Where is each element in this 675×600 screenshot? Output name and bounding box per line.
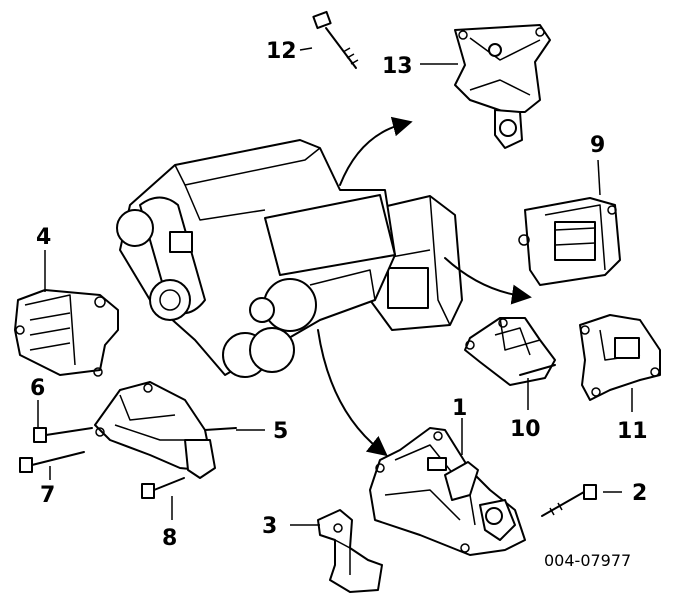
callout-11: 11: [617, 419, 648, 444]
callout-7: 7: [40, 483, 55, 508]
bolt-2: [541, 484, 597, 517]
engine-assembly: [116, 139, 463, 378]
callout-4: 4: [36, 225, 51, 250]
callout-10: 10: [510, 417, 541, 442]
bolt-8: [141, 477, 185, 499]
callout-12: 12: [266, 39, 297, 64]
mount-9: [518, 197, 621, 286]
leader-lines: [37, 47, 633, 526]
callout-3: 3: [262, 514, 277, 539]
callout-13: 13: [382, 54, 413, 79]
mount-4: [14, 289, 119, 377]
callout-9: 9: [590, 133, 605, 158]
bracket-5: [94, 381, 237, 479]
callout-labels: 1 2 3 4 5 6 7 8 9 10 11 12 13: [30, 39, 648, 551]
arrow-to-mount-13: [339, 116, 413, 186]
arrow-to-mount-10: [444, 257, 532, 305]
callout-8: 8: [162, 526, 177, 551]
reference-code: 004-07977: [544, 551, 631, 570]
mount-bracket-13: [454, 24, 551, 149]
arrow-to-mount-1: [317, 329, 388, 457]
callout-6: 6: [30, 376, 45, 401]
bolt-12: [312, 10, 359, 69]
direction-arrows: [317, 116, 532, 457]
callout-5: 5: [273, 419, 288, 444]
bracket-10: [464, 317, 556, 386]
bracket-3: [317, 509, 383, 593]
bracket-11: [579, 314, 661, 401]
callout-2: 2: [632, 481, 647, 506]
bolt-7: [19, 451, 85, 473]
bolt-6: [33, 427, 93, 443]
mount-bracket-1: [369, 427, 526, 556]
callout-1: 1: [452, 396, 467, 421]
